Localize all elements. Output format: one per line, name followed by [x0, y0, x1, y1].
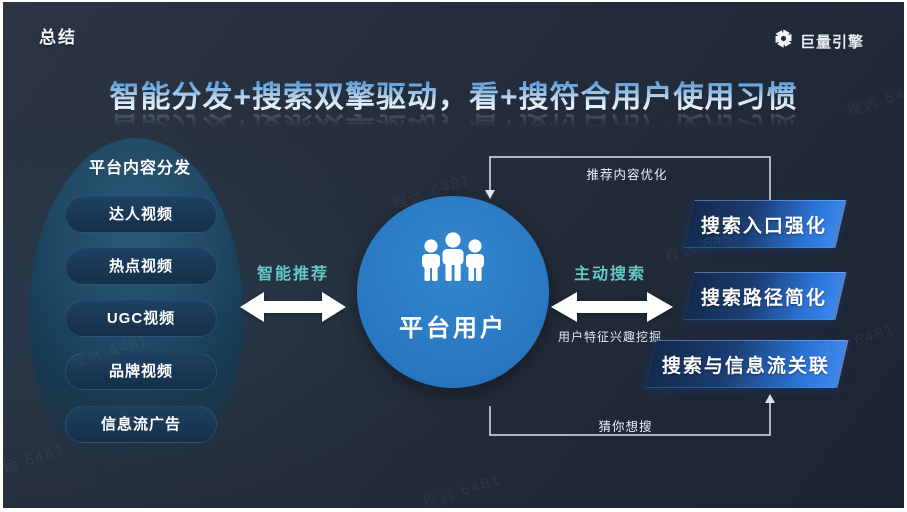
user-interest-mining-label: 用户特征兴趣挖掘	[557, 330, 662, 344]
pinwheel-icon	[773, 28, 794, 54]
search-entry-label: 搜索入口强化	[700, 215, 827, 237]
content-pill-daren-video: 达人视频	[65, 196, 217, 233]
search-path-label: 搜索路径简化	[700, 287, 827, 309]
people-icon	[414, 230, 492, 294]
ocean-engine-logo: 巨量引擎	[773, 28, 864, 54]
recommend-optimize-label: 推荐内容优化	[586, 168, 668, 182]
slide-title: 智能分发+搜索双擎驱动，看+搜符合用户使用习惯	[3, 72, 904, 116]
content-distribution-heading: 平台内容分发	[88, 160, 191, 177]
slide-section-label: 总结	[39, 28, 77, 47]
platform-users-label: 平台用户	[399, 315, 507, 342]
content-pill-feed-ads: 信息流广告	[65, 406, 217, 443]
slide-background: 总结 巨量引擎 智能分发+搜索双擎驱动，看+搜符合用户使用习惯	[3, 2, 904, 508]
content-pill-brand-video: 品牌视频	[65, 353, 217, 390]
left-double-arrow-icon	[240, 292, 346, 322]
search-feed-link-label: 搜索与信息流关联	[661, 355, 830, 377]
smart-recommend-label: 智能推荐	[256, 266, 329, 283]
content-pill-ugc-video: UGC视频	[65, 300, 217, 337]
platform-users-circle: 平台用户	[357, 196, 549, 388]
active-search-label: 主动搜索	[573, 266, 646, 283]
content-pill-hot-video: 热点视频	[65, 248, 217, 285]
search-path-box: 搜索路径简化	[683, 272, 847, 320]
guess-search-label: 猜你想搜	[598, 420, 653, 434]
top-connector-line	[485, 156, 771, 200]
right-double-arrow-icon	[551, 292, 673, 322]
logo-text: 巨量引擎	[799, 33, 864, 51]
watermark-text: 程远 6481	[3, 440, 68, 483]
search-feed-link-box: 搜索与信息流关联	[645, 340, 849, 388]
watermark-text: 程远 6481	[420, 470, 504, 508]
search-entry-box: 搜索入口强化	[683, 200, 847, 248]
bottom-connector-line	[489, 394, 775, 436]
